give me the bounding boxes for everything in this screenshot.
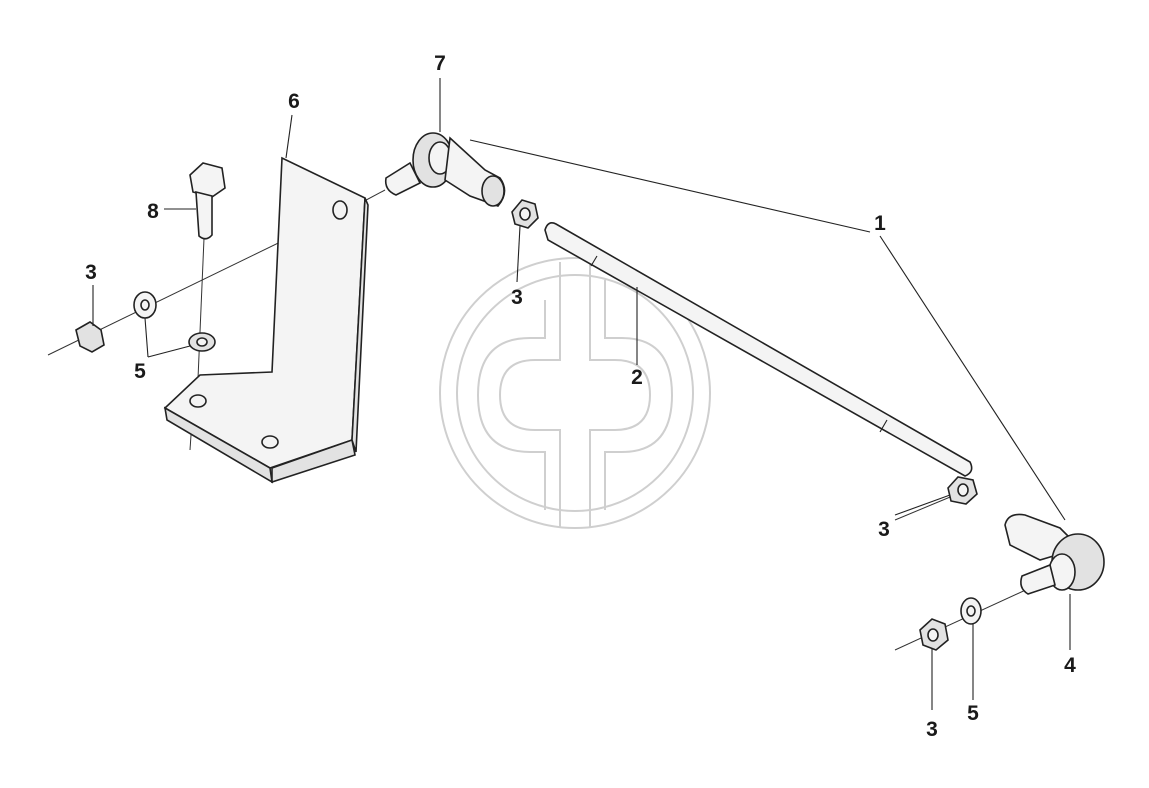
- callout-1: 1: [874, 212, 886, 235]
- callout-2: 2: [631, 366, 643, 389]
- callout-5-right: 5: [967, 702, 979, 725]
- callout-labels: 7 6 8 3 5 3 1 2 3 4 3 5: [85, 52, 1076, 741]
- nut-rod-3: [947, 476, 978, 505]
- rod-part-2: [544, 222, 973, 477]
- callout-3-upper: 3: [511, 286, 523, 309]
- left-fasteners: [75, 291, 216, 353]
- callout-3-rod: 3: [878, 518, 890, 541]
- callout-5-left: 5: [134, 360, 146, 383]
- nut-upper-3: [511, 199, 539, 229]
- lower-ball-joint-part-4: [1004, 513, 1105, 595]
- callout-7: 7: [434, 52, 446, 75]
- right-fasteners: [919, 597, 982, 651]
- upper-ball-joint-part-7: [384, 132, 506, 207]
- bolt-part-8: [189, 162, 226, 240]
- watermark-logo: [439, 257, 711, 529]
- callout-3-right: 3: [926, 718, 938, 741]
- l-bracket-part-6: [163, 156, 369, 484]
- callout-8: 8: [147, 200, 159, 223]
- callout-3-left: 3: [85, 261, 97, 284]
- callout-6: 6: [288, 90, 300, 113]
- leader-lines: [92, 78, 1071, 710]
- nut-left-3: [75, 321, 105, 353]
- callout-4: 4: [1064, 654, 1076, 677]
